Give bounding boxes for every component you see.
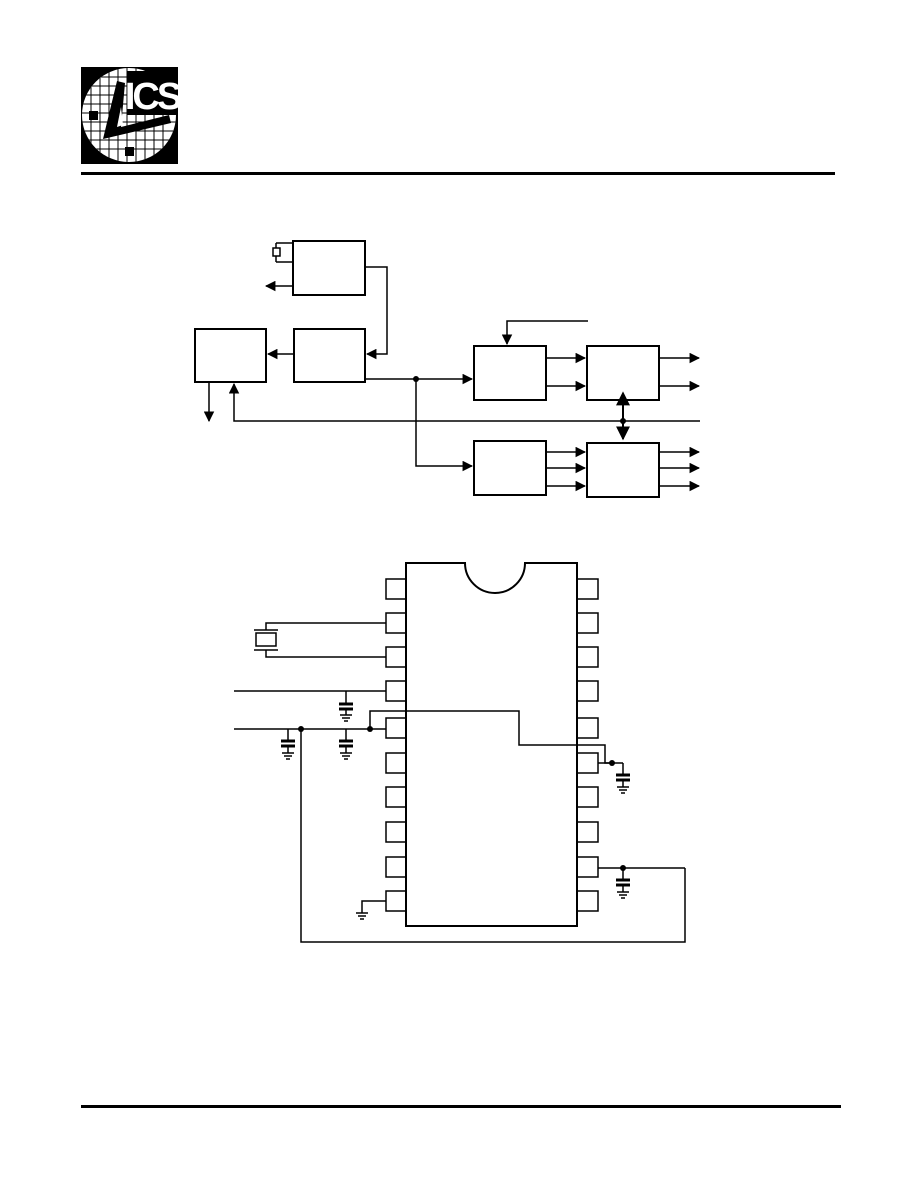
pin-left-5: [385, 717, 407, 739]
pin-left-10: [385, 890, 407, 912]
pll-branch-line: [415, 379, 474, 472]
pin-right-12: [576, 856, 599, 878]
pin-right-20: [576, 578, 599, 600]
pin-right-15: [576, 752, 599, 774]
output-buffer-block-a: [586, 345, 660, 401]
output-buffer-block-b: [586, 442, 660, 498]
feedback-line: [228, 382, 700, 422]
logo-text: ICS: [125, 76, 178, 118]
pin-right-18: [576, 646, 599, 668]
pin-right-16: [576, 717, 599, 739]
pin-right-11: [576, 890, 599, 912]
pll-block: [293, 328, 366, 383]
pin-diagram: [234, 562, 686, 943]
pin-left-4: [385, 680, 407, 702]
osc-to-pll-line: [365, 266, 388, 360]
header-rule: [81, 172, 835, 175]
pin-right-19: [576, 612, 599, 634]
crystal-symbol: [272, 242, 293, 263]
control-input-line: [501, 320, 588, 346]
pin-left-6: [385, 752, 407, 774]
ic-package: [405, 562, 578, 927]
oscillator-block: [292, 240, 366, 296]
footer-rule: [81, 1105, 841, 1108]
pin-left-9: [385, 856, 407, 878]
clock-synth-block-a: [473, 345, 547, 401]
crystal-symbol-pinout: [254, 622, 386, 658]
divider-block: [194, 328, 267, 383]
pin-left-8: [385, 821, 407, 843]
clock-synth-block-b: [473, 440, 547, 496]
pin-right-13: [576, 821, 599, 843]
pin-left-7: [385, 786, 407, 808]
pin-right-14: [576, 786, 599, 808]
block-diagram: [194, 240, 701, 498]
pin-right-17: [576, 680, 599, 702]
pin-left-2: [385, 612, 407, 634]
ics-logo: ICS: [81, 67, 178, 164]
pin-left-3: [385, 646, 407, 668]
pin-left-1: [385, 578, 407, 600]
